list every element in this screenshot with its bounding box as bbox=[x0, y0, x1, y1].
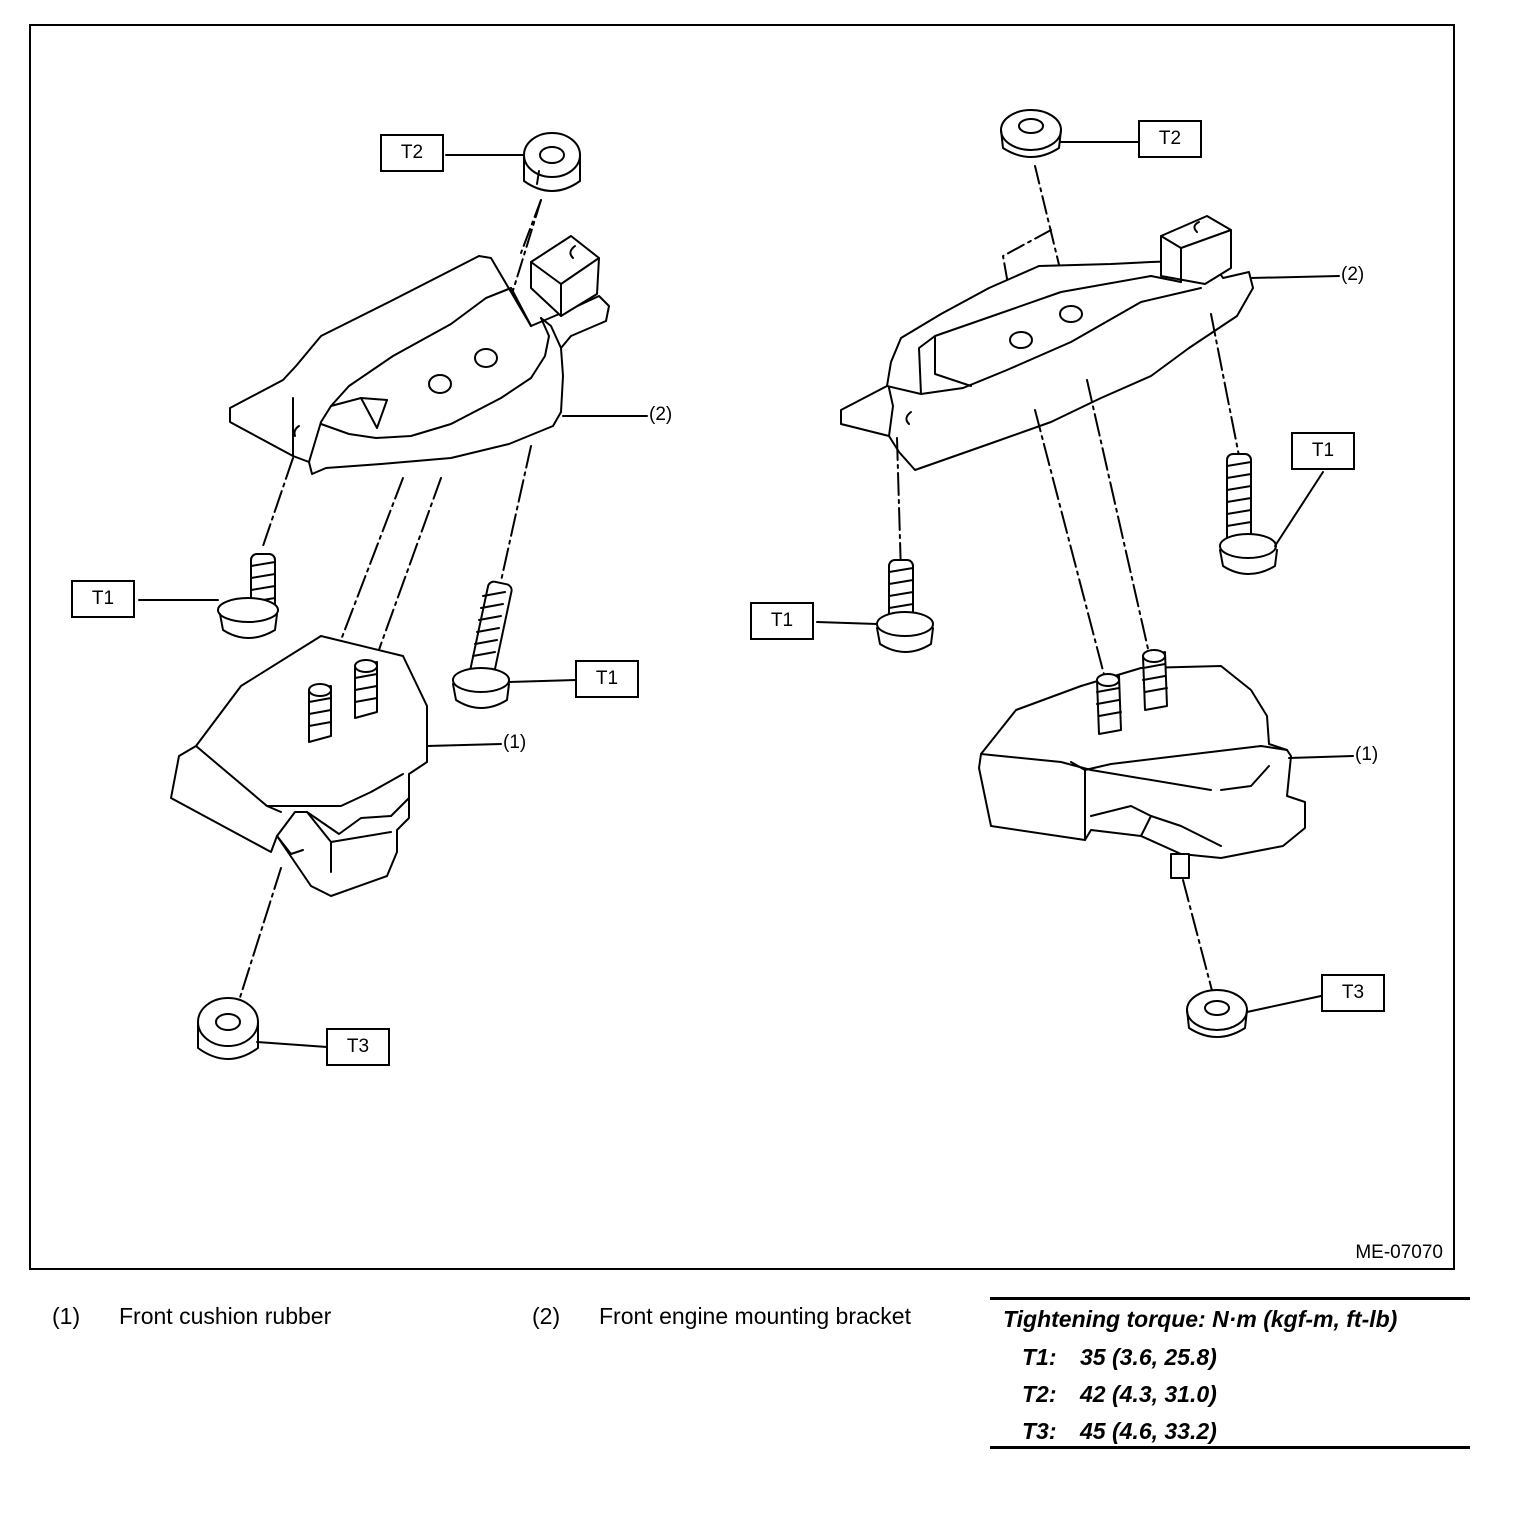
left-t3-leader bbox=[256, 1041, 328, 1048]
torque-title: Tightening torque: N·m (kgf-m, ft-lb) bbox=[1003, 1306, 1398, 1332]
figure-id: ME-07070 bbox=[1355, 1242, 1443, 1263]
torque-value: 35 (3.6, 25.8) bbox=[1080, 1344, 1217, 1370]
left-t3-callout: T3 bbox=[326, 1028, 390, 1066]
right-t1b-callout: T1 bbox=[750, 602, 814, 640]
torque-key: T1: bbox=[1022, 1344, 1057, 1370]
right-t3-leader bbox=[1246, 995, 1322, 1013]
right-1-leader bbox=[1288, 755, 1354, 759]
left-1-callout: (1) bbox=[503, 732, 527, 753]
right-t2-nut bbox=[1000, 109, 1062, 158]
exploded-view-drawing bbox=[138, 109, 1354, 1060]
diagram-frame: T2 (2) T1 T1 (1) T3 T2 (2) T1 T1 (1) T3 … bbox=[29, 24, 1455, 1270]
right-t1a-callout: T1 bbox=[1291, 432, 1355, 470]
torque-row: T1: 35 (3.6, 25.8) bbox=[1022, 1344, 1217, 1371]
legend-number: (1) bbox=[52, 1303, 81, 1329]
left-t1b-callout: T1 bbox=[575, 660, 639, 698]
legend-number: (2) bbox=[532, 1303, 561, 1329]
torque-value: 42 (4.3, 31.0) bbox=[1080, 1381, 1217, 1407]
torque-table: Tightening torque: N·m (kgf-m, ft-lb) T1… bbox=[990, 1297, 1470, 1449]
torque-row: T3: 45 (4.6, 33.2) bbox=[1022, 1418, 1217, 1445]
torque-key: T2: bbox=[1022, 1381, 1057, 1407]
right-bracket bbox=[840, 215, 1254, 471]
left-bracket bbox=[229, 235, 610, 475]
legend-text: Front cushion rubber bbox=[119, 1303, 332, 1329]
left-t1-bolt-a bbox=[217, 553, 279, 639]
torque-row: T2: 42 (4.3, 31.0) bbox=[1022, 1381, 1217, 1408]
right-t1-bolt-b bbox=[876, 559, 934, 653]
right-t3-nut bbox=[1186, 989, 1248, 1038]
torque-key: T3: bbox=[1022, 1418, 1057, 1444]
left-t1a-callout: T1 bbox=[71, 580, 135, 618]
right-t2-callout: T2 bbox=[1138, 120, 1202, 158]
left-t3-nut bbox=[197, 997, 259, 1060]
legend-text: Front engine mounting bracket bbox=[599, 1303, 911, 1329]
left-2-callout: (2) bbox=[649, 404, 673, 425]
torque-value: 45 (4.6, 33.2) bbox=[1080, 1418, 1217, 1444]
right-cushion-rubber bbox=[978, 649, 1306, 879]
right-t1a-leader bbox=[1274, 471, 1324, 547]
right-1-callout: (1) bbox=[1355, 744, 1379, 765]
right-t1-bolt-a bbox=[1219, 453, 1278, 575]
left-t1b-leader bbox=[508, 679, 577, 683]
right-2-leader bbox=[1250, 275, 1340, 279]
right-assembly bbox=[816, 109, 1354, 1038]
left-t1-bolt-b bbox=[452, 580, 513, 709]
left-assembly bbox=[138, 132, 648, 1060]
left-t2-callout: T2 bbox=[380, 134, 444, 172]
left-t2-nut bbox=[523, 132, 581, 192]
left-cushion-rubber bbox=[170, 635, 428, 897]
right-2-callout: (2) bbox=[1341, 264, 1365, 285]
right-t3-callout: T3 bbox=[1321, 974, 1385, 1012]
left-1-leader bbox=[426, 743, 502, 747]
right-t1b-leader bbox=[816, 621, 878, 625]
